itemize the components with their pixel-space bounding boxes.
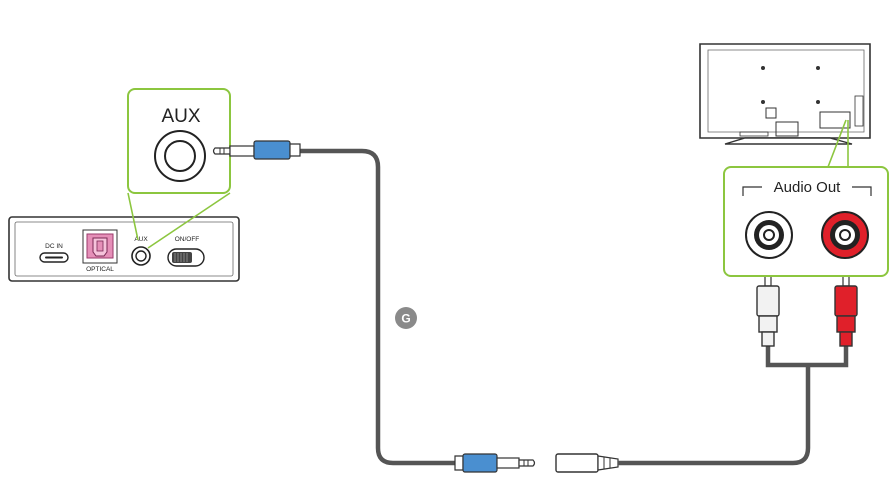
- aux-cable: [212, 140, 858, 473]
- tv-back-panel-icon: [699, 43, 871, 145]
- optical-port-icon: [82, 229, 118, 264]
- dc-in-label: DC IN: [45, 243, 63, 250]
- aux-jack-icon: [154, 130, 206, 182]
- usb-c-port-icon: [39, 252, 69, 263]
- cable-line-rca: [618, 345, 849, 466]
- step-badge: G: [395, 307, 417, 329]
- 3-5mm-socket-adapter-icon: [555, 453, 619, 473]
- step-badge-letter: G: [401, 312, 410, 326]
- top-3-5mm-plug-icon: [212, 140, 301, 160]
- bluetooth-device: DC IN OPTICAL AUX ON/OFF: [8, 216, 240, 282]
- rca-red-jack-icon: [821, 211, 869, 259]
- aux-port-icon: [131, 246, 151, 266]
- optical-label: OPTICAL: [86, 266, 114, 273]
- aux-port-label: AUX: [134, 236, 148, 243]
- toggle-switch-icon: [167, 248, 205, 267]
- rca-red-plug-icon: [834, 267, 858, 347]
- audio-out-title: Audio Out: [774, 179, 842, 196]
- cable-line-main: [300, 148, 455, 466]
- bottom-3-5mm-plug-icon: [454, 453, 536, 473]
- aux-callout: AUX: [127, 88, 231, 249]
- on-off-label: ON/OFF: [175, 236, 200, 243]
- rca-white-plug-icon: [756, 267, 780, 347]
- aux-callout-title: AUX: [161, 106, 200, 127]
- rca-white-jack-icon: [745, 211, 793, 259]
- audio-out-callout: Audio Out: [723, 119, 889, 277]
